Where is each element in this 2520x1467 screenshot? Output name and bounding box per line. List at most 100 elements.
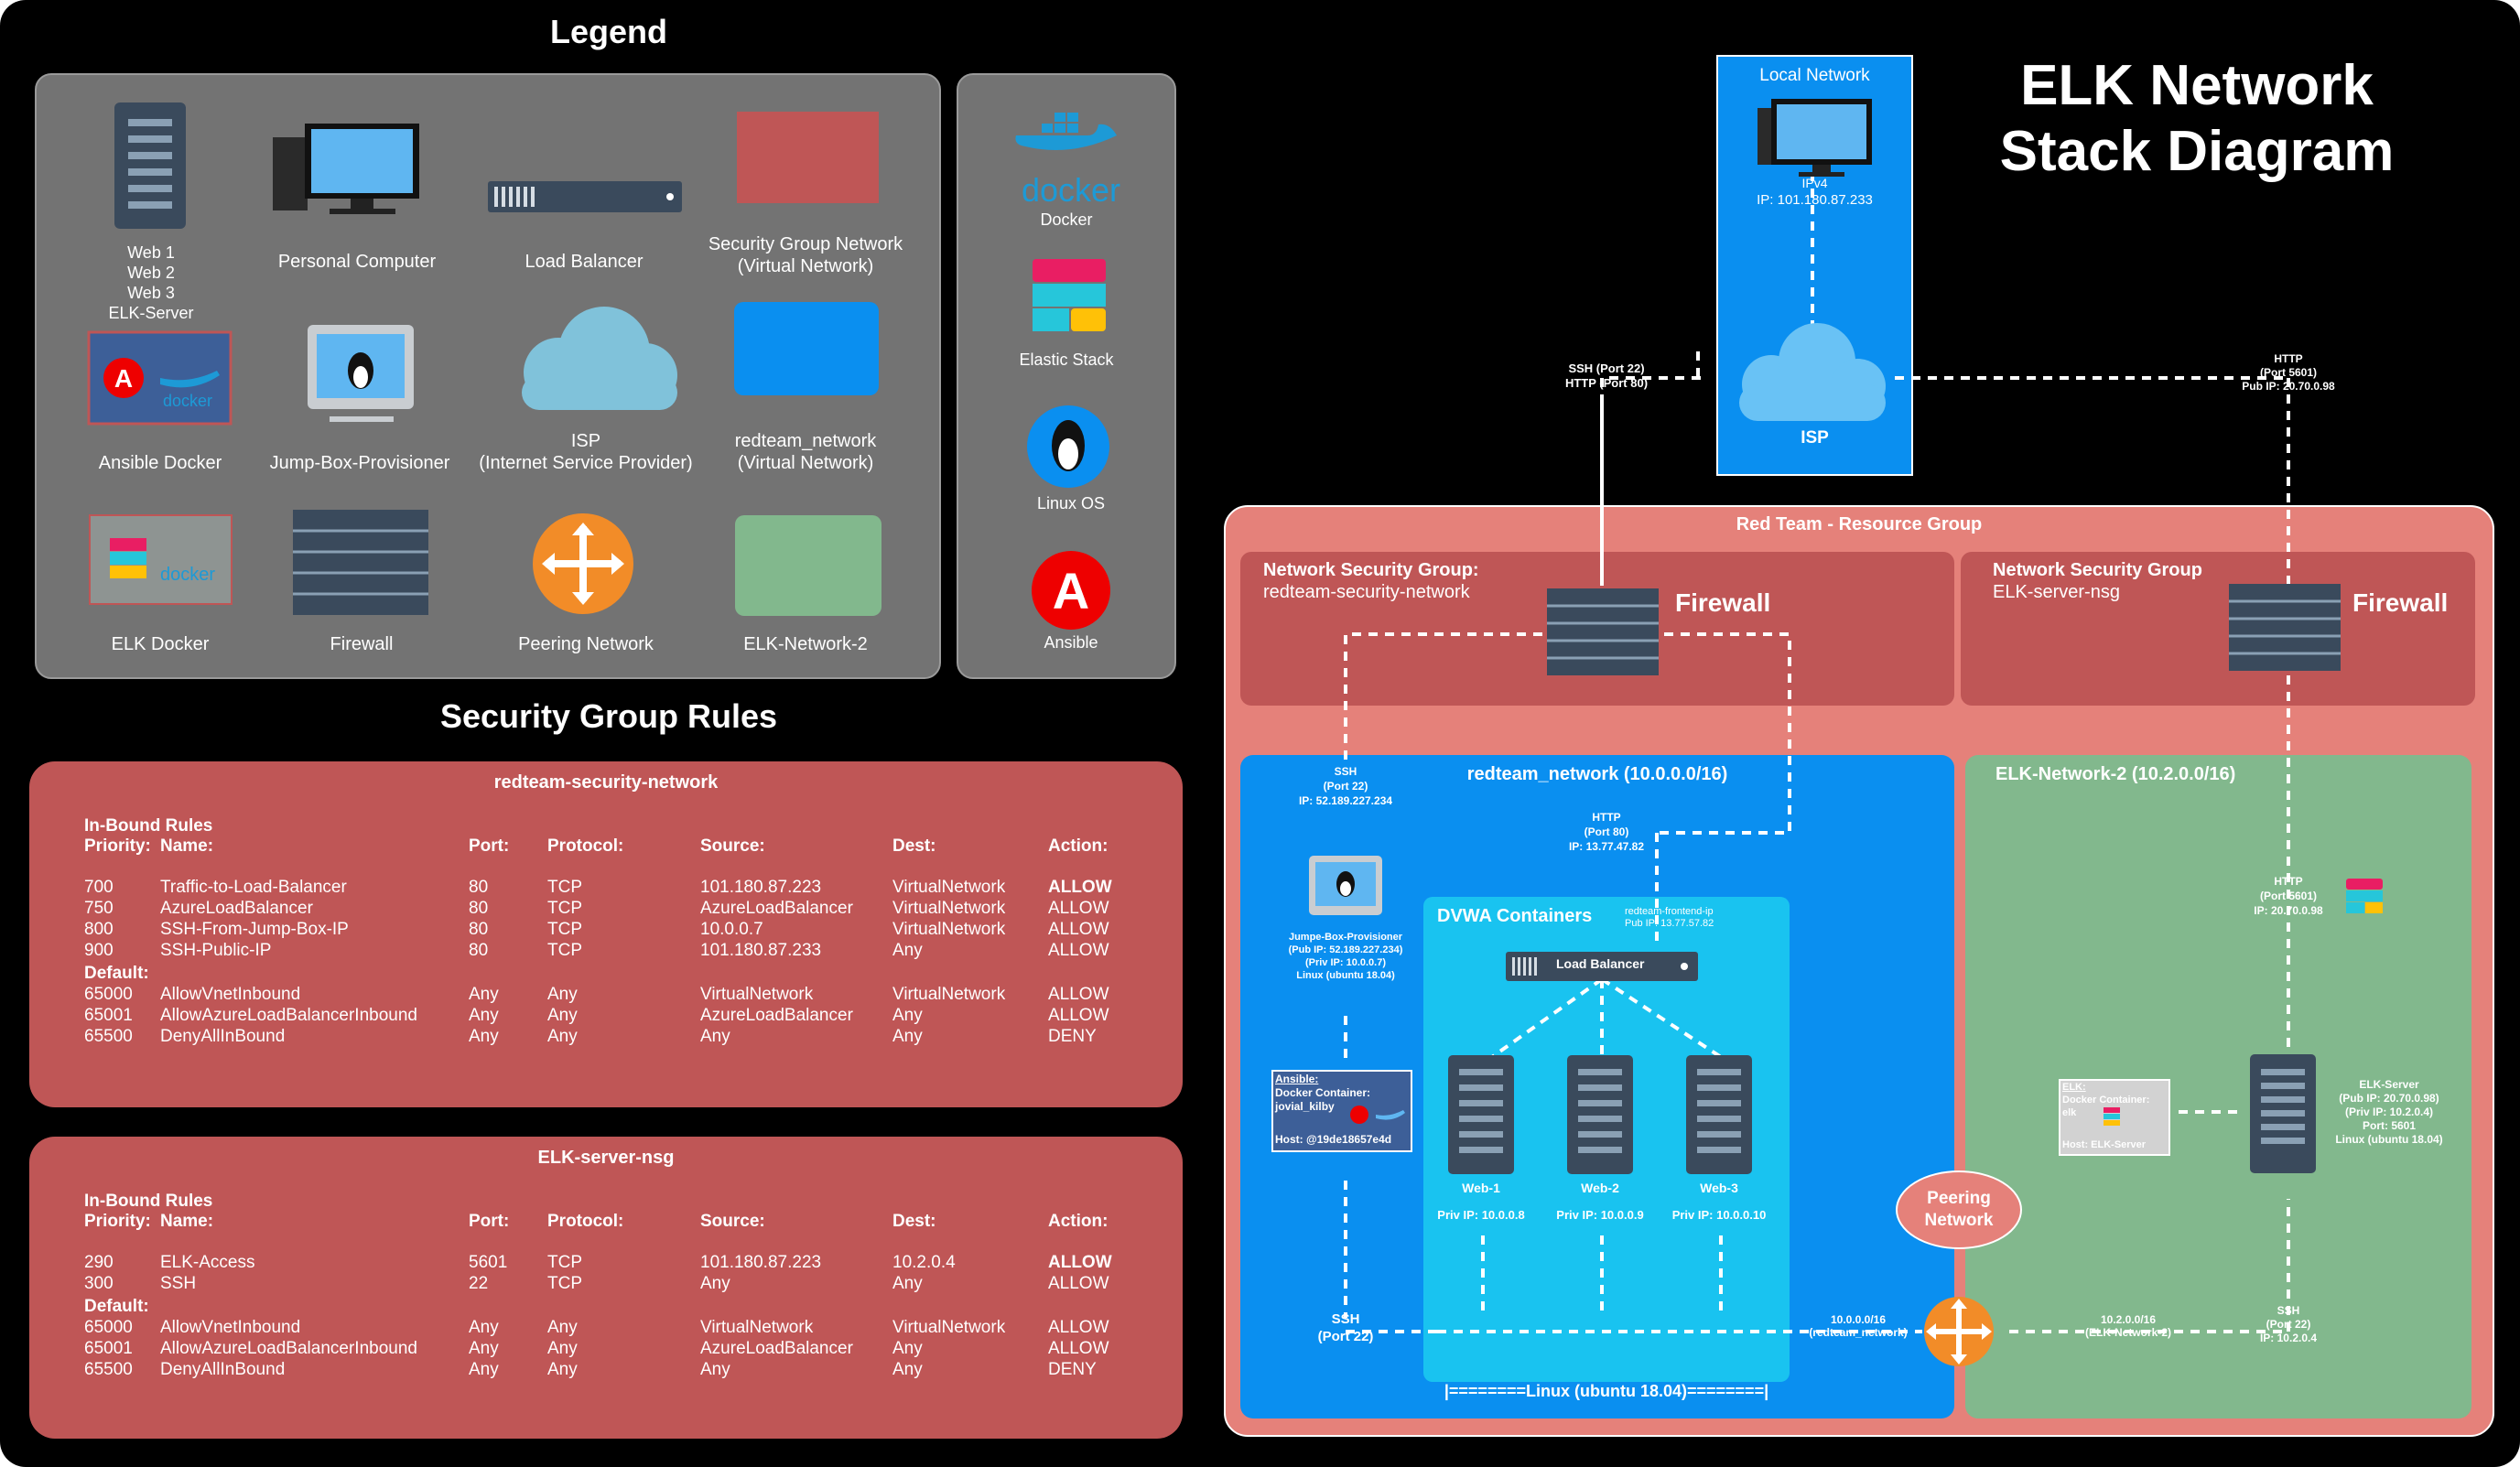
rule-cell-dest: VirtualNetwork (892, 899, 1006, 918)
inbound-rules-label: In-Bound Rules (84, 816, 213, 836)
default-cell-action: ALLOW (1048, 1318, 1109, 1337)
default-cell-port: Any (469, 1318, 499, 1337)
resource-group-title: Red Team - Resource Group (1736, 514, 1983, 534)
rule-cell-source: 10.0.0.7 (700, 920, 763, 939)
rules-header-protocol: Protocol: (547, 1212, 624, 1231)
peering-bubble (1896, 1170, 2022, 1249)
link-ssh-http-label: SSH (Port 22) HTTP (Port 80) (1564, 361, 1649, 390)
legend-elk-docker-label: ELK Docker (111, 634, 210, 654)
peering-label: Peering Network (1924, 1189, 1994, 1230)
rule-cell-protocol: TCP (547, 899, 582, 918)
rule-cell-priority: 290 (84, 1253, 114, 1272)
isp-cloud-icon (522, 307, 677, 410)
elk-docker-icon: docker (89, 514, 233, 605)
elk-box-container: Docker Container: (2062, 1095, 2150, 1106)
elk-network-box (1965, 755, 2471, 1418)
svg-text:docker: docker (163, 392, 212, 410)
web-2-ip: Priv IP: 10.0.0.9 (1556, 1208, 1644, 1222)
default-cell-dest: VirtualNetwork (892, 985, 1006, 1004)
rule-cell-action: ALLOW (1048, 920, 1109, 939)
jumpbox-details: Jumpe-Box-Provisioner (Pub IP: 52.189.22… (1288, 932, 1403, 981)
rule-cell-source: Any (700, 1274, 730, 1293)
pc-icon (273, 124, 419, 214)
default-cell-protocol: Any (547, 1360, 578, 1379)
rule-cell-source: 101.180.87.223 (700, 878, 822, 897)
rules-header-source: Source: (700, 836, 765, 856)
elk-box-label: ELK: (2062, 1082, 2086, 1093)
default-cell-action: ALLOW (1048, 1339, 1109, 1358)
default-cell-priority: 65000 (84, 1318, 133, 1337)
legend-isp-label: ISP (Internet Service Provider) (479, 431, 693, 473)
svg-text:docker: docker (160, 565, 215, 585)
rule-cell-protocol: TCP (547, 920, 582, 939)
rule-cell-dest: Any (892, 1274, 923, 1293)
rule-cell-protocol: TCP (547, 941, 582, 960)
local-ip-label: IP: 101.180.87.233 (1757, 192, 1873, 208)
default-cell-protocol: Any (547, 1318, 578, 1337)
rule-cell-name: AzureLoadBalancer (160, 899, 313, 918)
nsg2-title: Network Security Group (1993, 560, 2202, 580)
default-cell-protocol: Any (547, 1339, 578, 1358)
rule-cell-name: SSH-Public-IP (160, 941, 272, 960)
rules-header-name: Name: (160, 836, 214, 856)
default-cell-source: VirtualNetwork (700, 985, 814, 1004)
web-1-name: Web-1 (1462, 1181, 1500, 1195)
rules-header-dest: Dest: (892, 1212, 936, 1231)
default-cell-port: Any (469, 1006, 499, 1025)
web-server-3-icon (1686, 1055, 1752, 1174)
rule-cell-priority: 750 (84, 899, 114, 918)
legend-linux-label: Linux OS (1036, 494, 1106, 512)
rules-table-elk (29, 1137, 1183, 1439)
docker-icon: docker (1015, 113, 1120, 209)
rule-cell-dest: VirtualNetwork (892, 878, 1006, 897)
sgn-swatch-icon (737, 112, 879, 203)
legend-lb-label: Load Balancer (525, 252, 644, 272)
default-cell-dest: Any (892, 1006, 923, 1025)
legend-server-label: Web 1 Web 2 Web 3 ELK-Server (108, 243, 194, 322)
nsg1-firewall-label: Firewall (1675, 588, 1771, 617)
default-cell-source: Any (700, 1027, 730, 1046)
legend-pc-label: Personal Computer (277, 252, 437, 272)
firewall-icon (293, 510, 428, 615)
default-cell-priority: 65001 (84, 1006, 133, 1025)
rule-cell-priority: 700 (84, 878, 114, 897)
ansible-container-name: jovial_kilby (1275, 1100, 1335, 1113)
svg-text:A: A (1053, 562, 1089, 620)
rule-cell-protocol: TCP (547, 1253, 582, 1272)
rules-header-protocol: Protocol: (547, 836, 624, 856)
web-3-ip: Priv IP: 10.0.0.10 (1671, 1208, 1767, 1222)
default-cell-port: Any (469, 985, 499, 1004)
local-network-title: Local Network (1759, 66, 1870, 85)
rule-cell-action: ALLOW (1048, 1253, 1112, 1272)
rule-cell-protocol: TCP (547, 1274, 582, 1293)
web-3-name: Web-3 (1700, 1181, 1738, 1195)
load-balancer-icon (488, 181, 682, 212)
rule-cell-action: ALLOW (1048, 899, 1109, 918)
default-cell-port: Any (469, 1339, 499, 1358)
local-ipv4-label: IPv4 (1801, 176, 1828, 190)
link-http-lb-label: HTTP (Port 80) IP: 13.77.47.82 (1568, 811, 1645, 853)
elk-network-title: ELK-Network-2 (10.2.0.0/16) (1995, 764, 2236, 784)
ansible-host-label: Host: @19de18657e4d (1275, 1133, 1392, 1146)
default-cell-source: AzureLoadBalancer (700, 1006, 853, 1025)
server-icon (114, 102, 186, 229)
default-cell-priority: 65500 (84, 1027, 133, 1046)
default-cell-dest: VirtualNetwork (892, 1318, 1006, 1337)
redteam-swatch-icon (734, 302, 879, 395)
dvwa-linux-footer: |========Linux (ubuntu 18.04)========| (1444, 1382, 1769, 1400)
default-cell-name: AllowVnetInbound (160, 1318, 301, 1337)
link-http-elk-label: HTTP (Port 5601) IP: 20.70.0.98 (2254, 875, 2323, 917)
rule-cell-dest: VirtualNetwork (892, 920, 1006, 939)
dvwa-title: DVWA Containers (1437, 906, 1593, 926)
default-cell-action: ALLOW (1048, 985, 1109, 1004)
ansible-label: Ansible: (1275, 1073, 1319, 1085)
elastic-stack-icon (1033, 259, 1106, 331)
ansible-icon: A (1032, 551, 1110, 630)
dvwa-lb-label: Load Balancer (1556, 956, 1645, 971)
web-2-name: Web-2 (1581, 1181, 1619, 1195)
legend-ansible-label: Ansible (1044, 633, 1098, 652)
default-cell-dest: Any (892, 1360, 923, 1379)
default-cell-priority: 65500 (84, 1360, 133, 1379)
legend-ansible-docker-label: Ansible Docker (98, 453, 222, 473)
